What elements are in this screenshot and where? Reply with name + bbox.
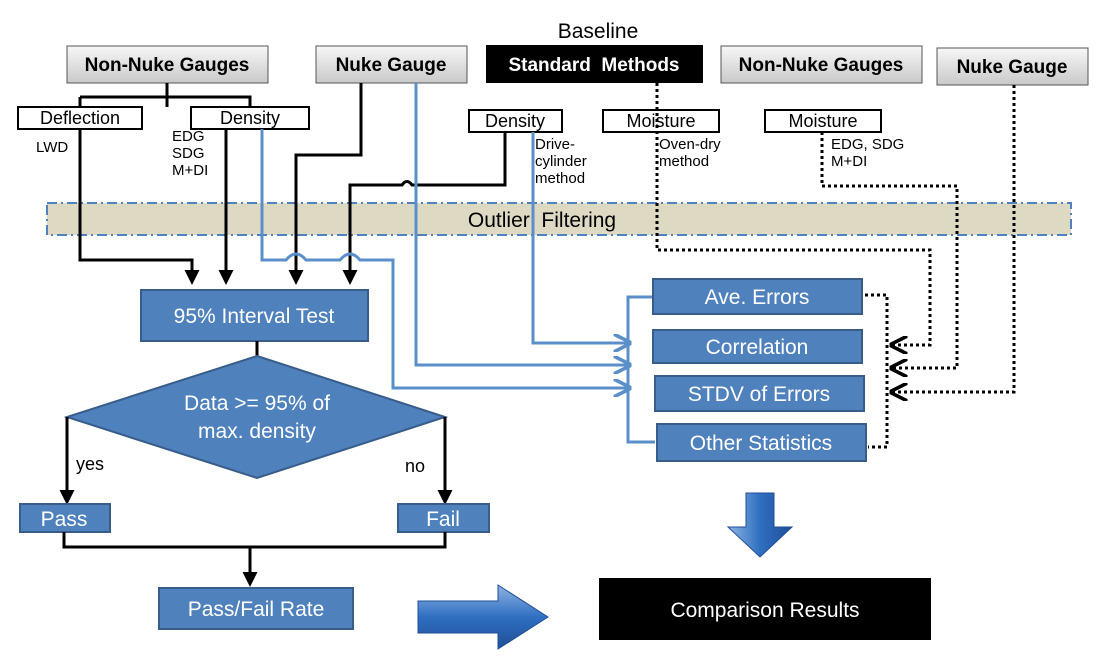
arrow-right-icon: [417, 584, 549, 650]
pass-fail-rate-label: Pass/Fail Rate: [188, 598, 325, 621]
connectors-top: [78, 83, 252, 107]
header-standard-methods-label: Standard Methods: [508, 55, 679, 76]
branch-yes-label: yes: [76, 454, 104, 474]
stat-box-stdv-errors: STDV of Errors: [654, 375, 865, 412]
note-drive-2: cylinder: [535, 153, 587, 170]
header-nuke-gauge-left-label: Nuke Gauge: [336, 55, 447, 76]
moisture-box-right: Moisture: [764, 109, 882, 133]
stat-label-ave-errors: Ave. Errors: [705, 286, 810, 309]
branch-no-label: no: [405, 456, 425, 476]
interval-test-label: 95% Interval Test: [174, 305, 335, 328]
fail-box: Fail: [397, 503, 490, 533]
header-non-nuke-gauges-right: Non-Nuke Gauges: [720, 45, 923, 84]
note-edg-right-1: EDG, SDG: [831, 136, 904, 153]
stat-box-ave-errors: Ave. Errors: [652, 278, 863, 315]
note-lwd: LWD: [36, 139, 68, 156]
moisture-standard-label: Moisture: [626, 111, 695, 131]
density-box-left: Density: [190, 106, 310, 130]
pass-fail-merge-lines: [62, 532, 447, 587]
header-standard-methods: Standard Methods: [486, 45, 703, 83]
header-nuke-gauge-right: Nuke Gauge: [936, 47, 1089, 86]
stat-label-stdv-errors: STDV of Errors: [688, 383, 830, 406]
header-nuke-gauge-right-label: Nuke Gauge: [957, 57, 1068, 78]
header-nuke-gauge-left: Nuke Gauge: [315, 45, 468, 84]
note-edg-left-2: SDG: [172, 145, 205, 162]
note-edg-left-3: M+DI: [172, 162, 208, 179]
interval-test-box: 95% Interval Test: [140, 289, 369, 342]
stat-box-correlation: Correlation: [652, 329, 863, 364]
dotted-flow-lines: [655, 83, 1016, 449]
note-oven-1: Oven-dry: [659, 136, 721, 153]
pass-fail-rate-box: Pass/Fail Rate: [158, 587, 354, 630]
header-non-nuke-gauges-left: Non-Nuke Gauges: [66, 45, 269, 84]
outlier-filtering-label: Outlier Filtering: [468, 209, 616, 232]
pass-box: Pass: [19, 503, 111, 533]
blue-flow-lines: [260, 83, 655, 444]
decision-label-1: Data >= 95% of: [184, 392, 330, 415]
outlier-filtering-band: Outlier Filtering: [46, 202, 1072, 236]
comparison-results-box: Comparison Results: [599, 578, 931, 640]
deflection-label: Deflection: [40, 108, 120, 128]
deflection-box: Deflection: [17, 106, 143, 130]
arrow-down-icon: [726, 492, 794, 558]
note-drive-3: method: [535, 170, 585, 187]
note-edg-left-1: EDG: [172, 128, 205, 145]
decision-diamond: Data >= 95% of max. density: [63, 354, 449, 480]
density-standard-label: Density: [485, 111, 545, 131]
density-left-label: Density: [220, 108, 280, 128]
moisture-box-standard: Moisture: [602, 109, 720, 133]
note-drive-1: Drive-: [535, 136, 575, 153]
note-oven-2: method: [659, 153, 709, 170]
comparison-results-label: Comparison Results: [670, 599, 859, 622]
baseline-title: Baseline: [558, 20, 639, 43]
moisture-right-label: Moisture: [788, 111, 857, 131]
decision-label-2: max. density: [198, 420, 316, 443]
fail-label: Fail: [426, 508, 460, 531]
note-edg-right-2: M+DI: [831, 153, 867, 170]
header-non-nuke-gauges-left-label: Non-Nuke Gauges: [85, 55, 250, 76]
black-flow-lines: [78, 83, 507, 285]
stat-label-other-statistics: Other Statistics: [690, 432, 832, 455]
pass-label: Pass: [41, 508, 88, 531]
density-box-standard: Density: [468, 109, 563, 133]
decision-branches: [59, 417, 453, 505]
stat-box-other-statistics: Other Statistics: [656, 423, 867, 462]
stat-label-correlation: Correlation: [706, 336, 809, 359]
header-non-nuke-gauges-right-label: Non-Nuke Gauges: [739, 55, 904, 76]
